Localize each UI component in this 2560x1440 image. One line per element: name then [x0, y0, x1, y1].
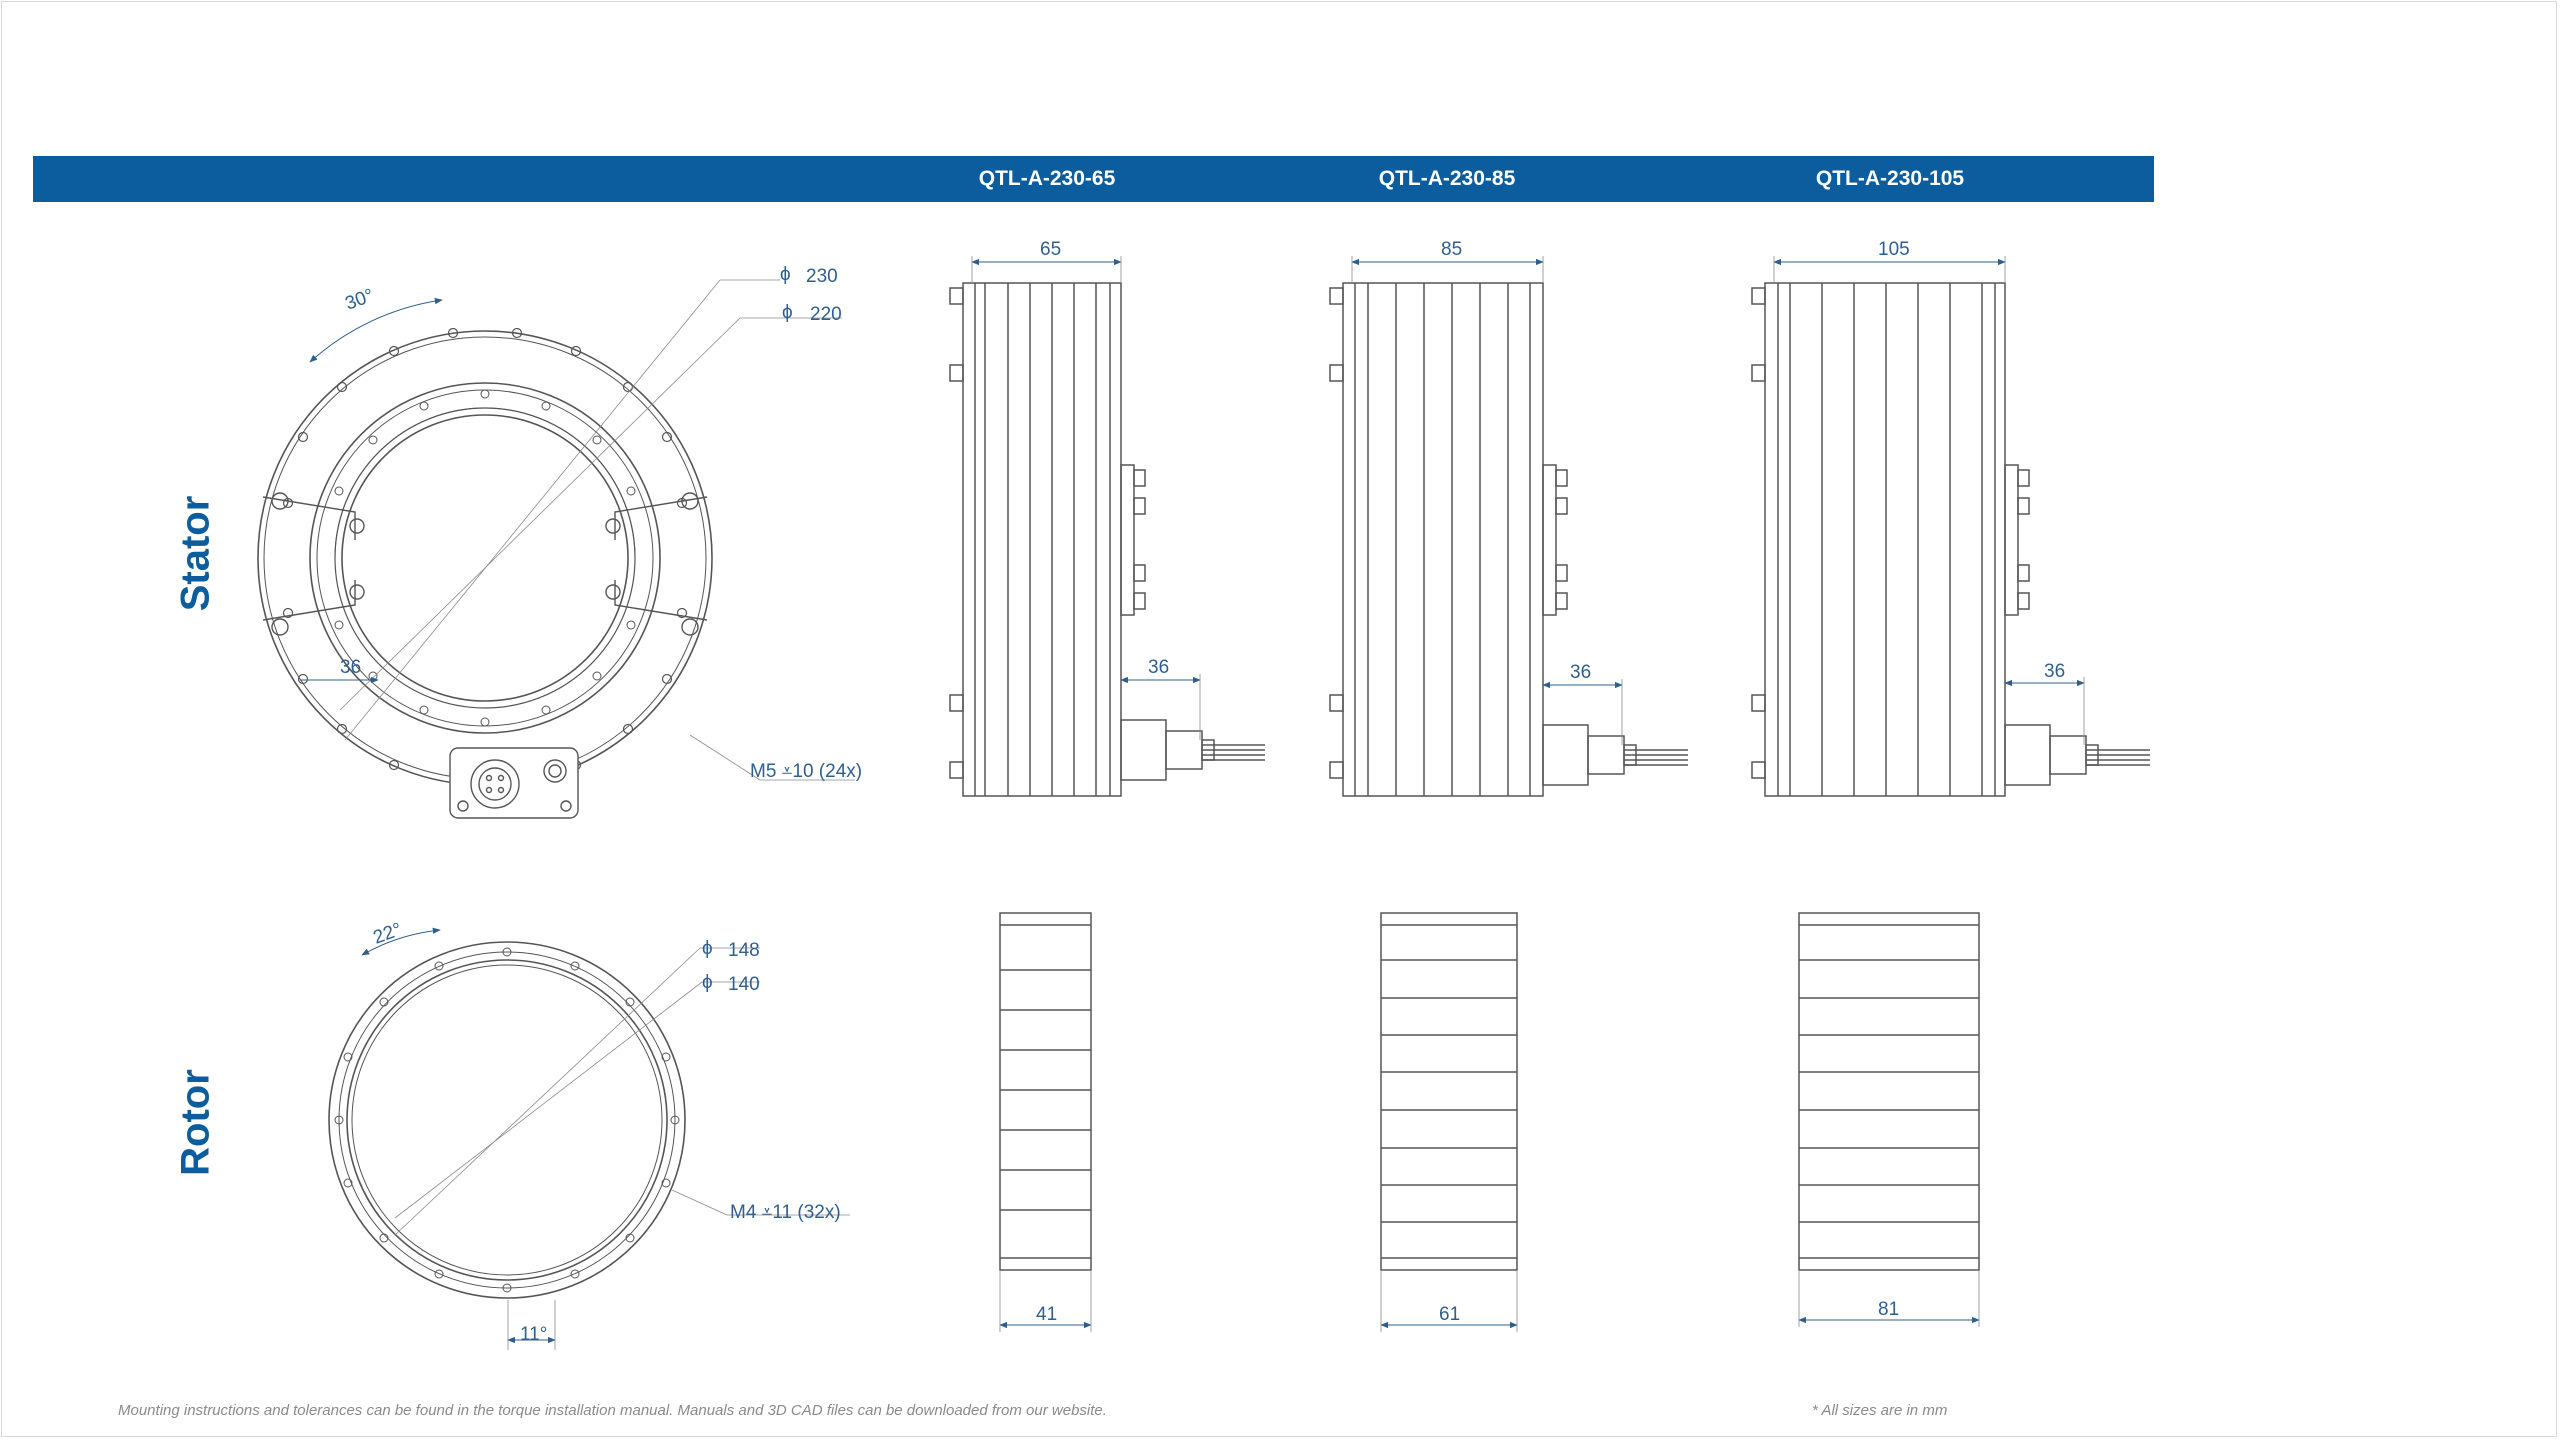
footer-right-note: * All sizes are in mm [1812, 1402, 1948, 1419]
header-bar [33, 156, 2154, 202]
stator-front-view [257, 279, 855, 819]
model-title-65: QTL-A-230-65 [978, 167, 1116, 190]
rotor-thread-label: M4 ⩡11 (32x) [730, 1202, 841, 1223]
connector-offset-label-85: 36 [1570, 662, 1591, 683]
rotor-front-view [328, 927, 850, 1350]
rotor-inner-diameter-label: 140 [728, 974, 760, 995]
rotor-width-label-41: 41 [1036, 1304, 1057, 1325]
rotor-angle-bottom-label: 11° [520, 1324, 547, 1345]
stator-inner-diameter-label: 220 [810, 304, 842, 325]
connector-offset-label-105: 36 [2044, 661, 2065, 682]
rotor-width-label-81: 81 [1878, 1299, 1899, 1320]
rotor-side-view-41 [999, 912, 1092, 1332]
rotor-side-view-81 [1798, 912, 1980, 1327]
stator-width-label-65: 65 [1040, 239, 1061, 260]
stator-side-view-65 [949, 256, 1265, 797]
rotor-diameter-symbol-2: ϕ [702, 972, 713, 993]
rotor-teeth [334, 947, 680, 1293]
stator-angle-label: 30° [343, 285, 377, 315]
stator-diameter-symbol-2: ϕ [782, 302, 793, 323]
connector-offset-label-65: 36 [1148, 657, 1169, 678]
stator-inner-teeth [334, 407, 636, 559]
model-title-85: QTL-A-230-85 [1378, 167, 1516, 190]
stator-width-label-105: 105 [1878, 239, 1910, 260]
footer-left-note: Mounting instructions and tolerances can… [118, 1402, 1107, 1419]
stator-width-label-85: 85 [1441, 239, 1462, 260]
rotor-diameter-symbol-1: ϕ [702, 938, 713, 959]
rotor-angle-top-label: 22° [371, 919, 405, 949]
stator-connector-block [449, 747, 579, 819]
stator-outer-diameter-label: 230 [806, 266, 838, 287]
stator-side-view-85 [1329, 256, 1688, 797]
stator-diameter-symbol-1: ϕ [780, 264, 791, 285]
stator-lugs [262, 492, 708, 636]
model-title-105: QTL-A-230-105 [1815, 167, 1965, 190]
stator-inner-holes [334, 389, 636, 727]
stator-radial-label: 36 [340, 657, 361, 678]
stator-side-view-105 [1751, 256, 2150, 797]
rotor-outer-diameter-label: 148 [728, 940, 760, 961]
stator-thread-label: M5 ⩡10 (24x) [750, 761, 862, 782]
rotor-side-view-61 [1380, 912, 1518, 1332]
rotor-width-label-61: 61 [1439, 1304, 1460, 1325]
